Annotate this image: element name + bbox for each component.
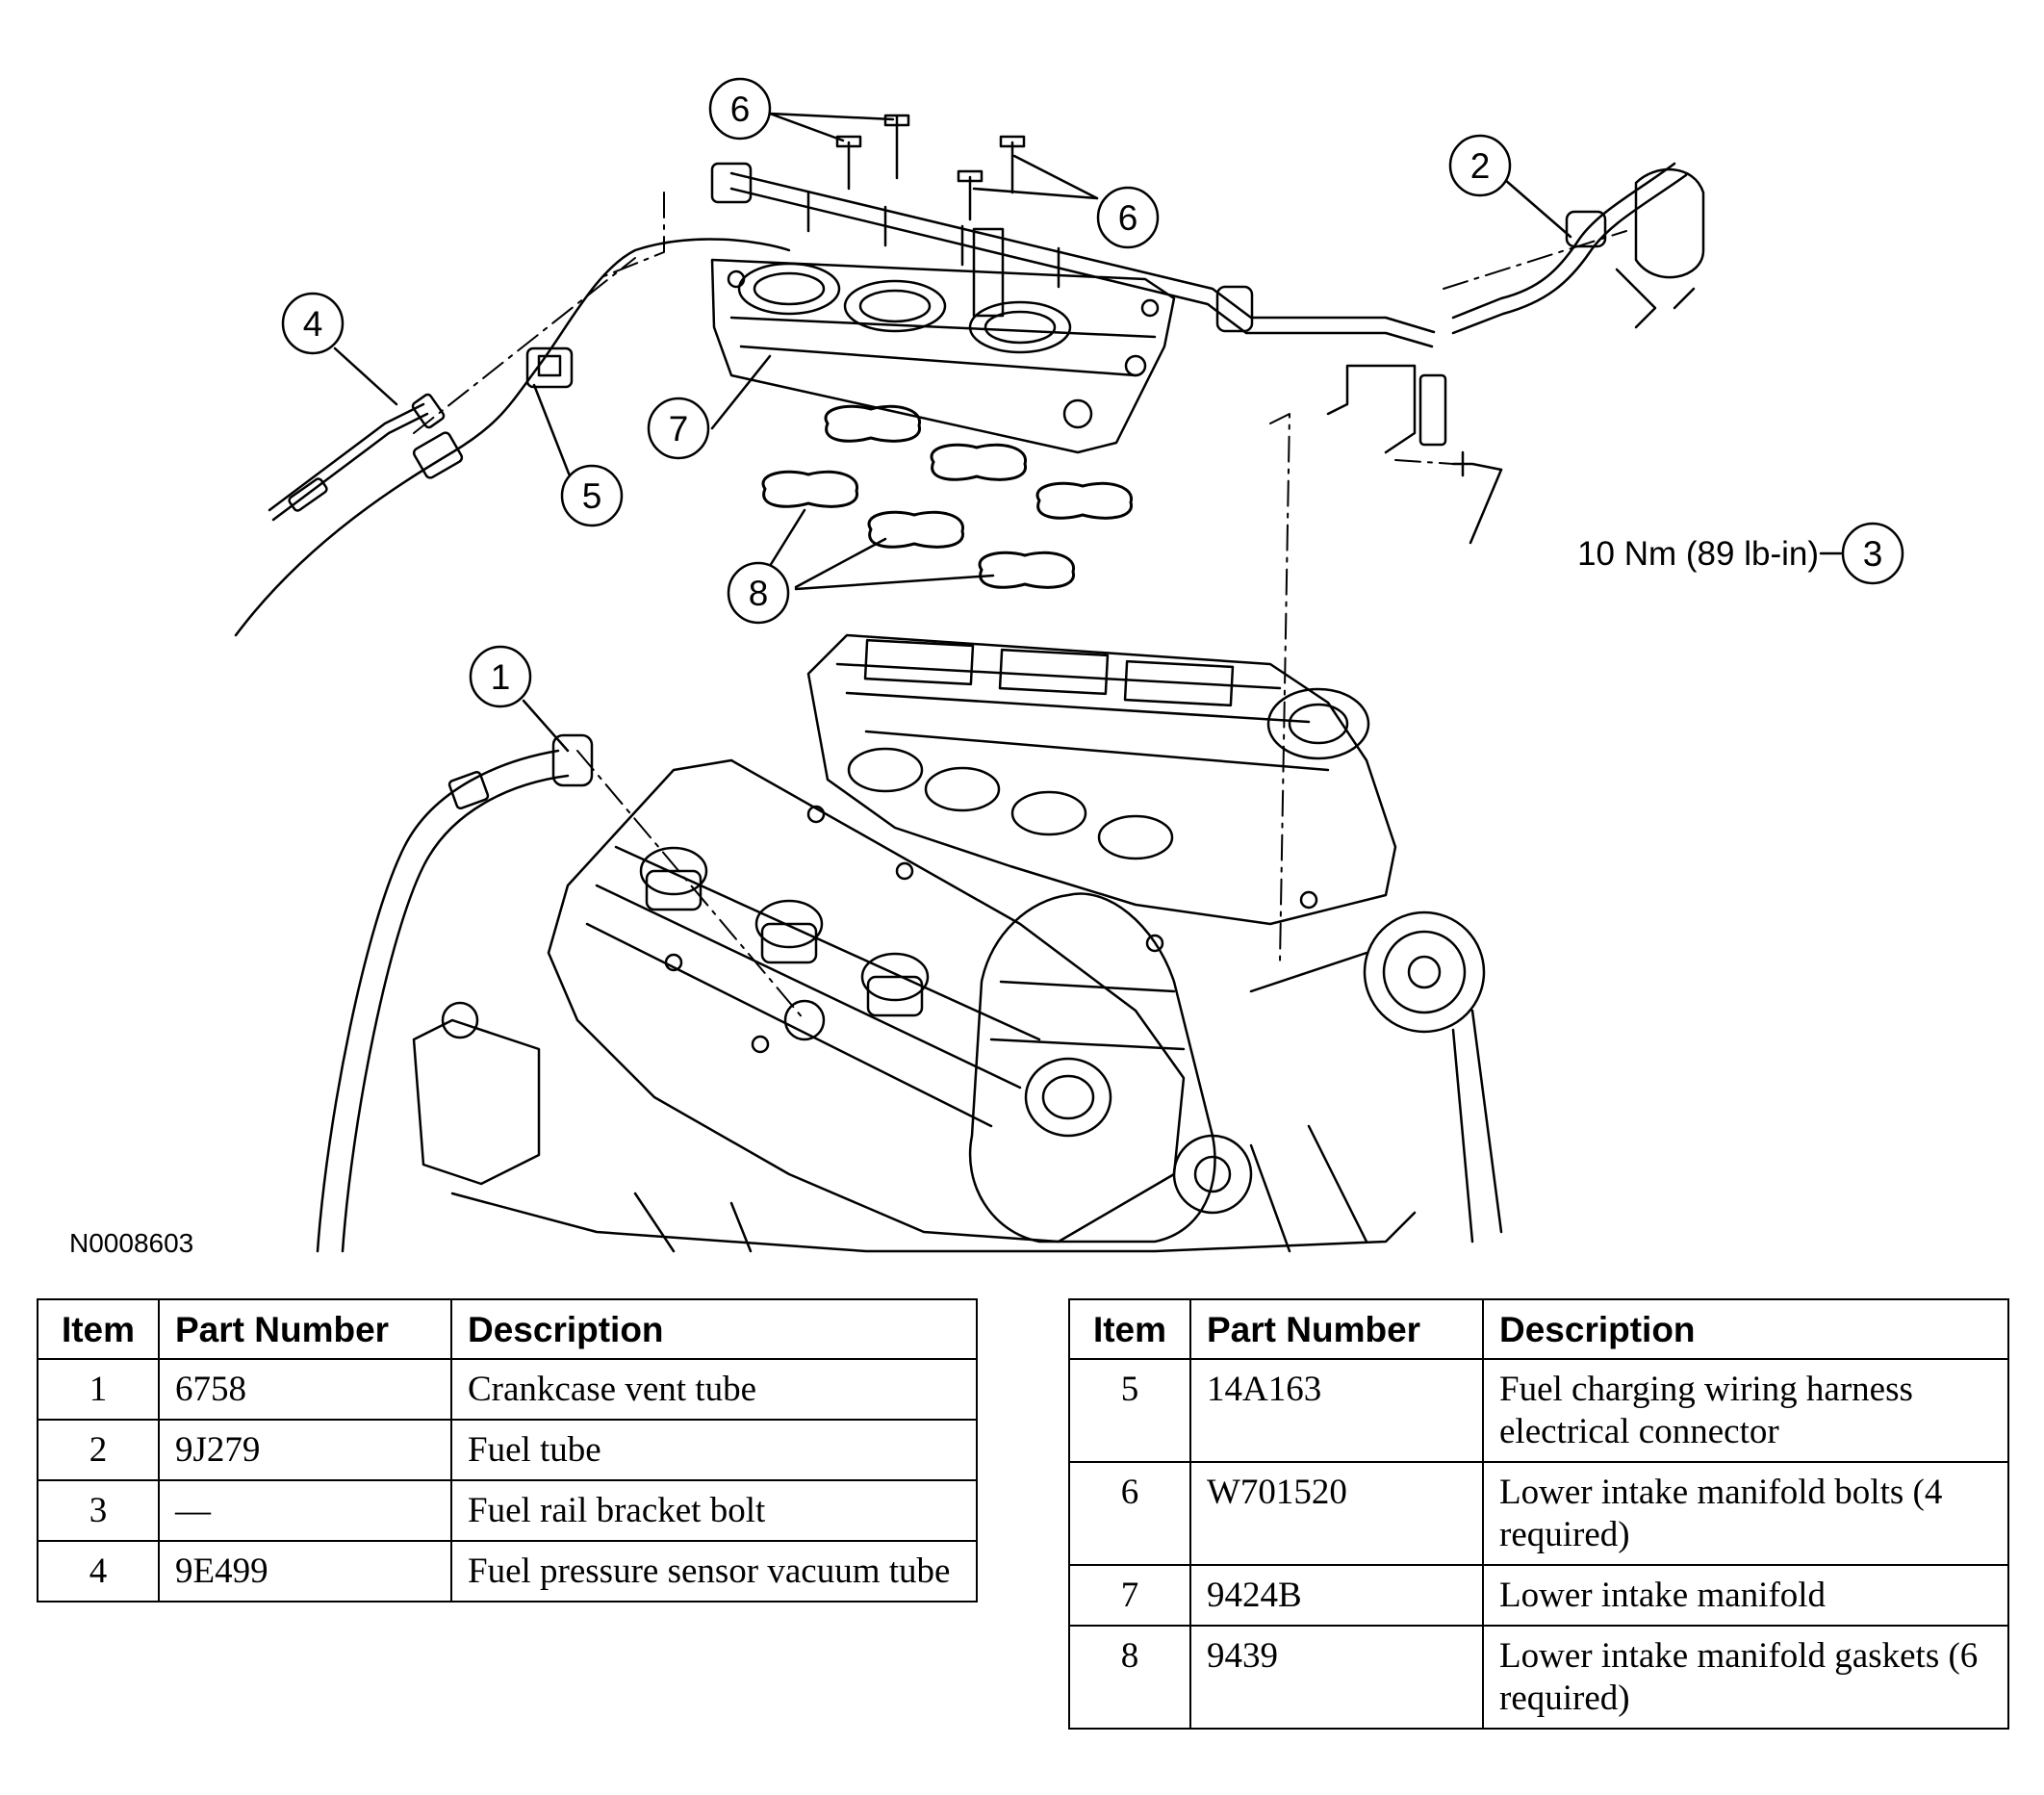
table-row: 7 9424B Lower intake manifold <box>1068 1564 2009 1627</box>
part-description: Fuel rail bracket bolt <box>450 1479 978 1542</box>
callout-1: 1 <box>491 657 511 697</box>
table-header-row: Item Part Number Description <box>37 1298 978 1360</box>
item-number: 1 <box>37 1358 160 1421</box>
part-number: 9E499 <box>158 1540 452 1603</box>
table-row: 5 14A163 Fuel charging wiring harness el… <box>1068 1358 2009 1463</box>
table-row: 2 9J279 Fuel tube <box>37 1419 978 1481</box>
part-number: 9439 <box>1189 1625 1484 1730</box>
torque-spec-label: 10 Nm (89 lb-in) <box>1577 535 1819 573</box>
manifold-bolts <box>835 114 1026 221</box>
vacuum-tube <box>268 393 446 522</box>
callout-circles <box>281 77 1904 708</box>
wiring-harness <box>234 238 791 637</box>
callout-8: 8 <box>749 574 769 613</box>
callout-2: 2 <box>1470 146 1491 186</box>
item-number: 8 <box>1068 1625 1191 1730</box>
part-number: — <box>158 1479 452 1542</box>
part-description: Fuel charging wiring harness electrical … <box>1482 1358 2009 1463</box>
table-row: 6 W701520 Lower intake manifold bolts (4… <box>1068 1461 2009 1566</box>
header-item: Item <box>37 1298 160 1360</box>
item-number: 6 <box>1068 1461 1191 1566</box>
callout-5: 5 <box>582 476 602 516</box>
parts-table-right: Item Part Number Description 5 14A163 Fu… <box>1068 1298 2009 1730</box>
table-header-row: Item Part Number Description <box>1068 1298 2009 1360</box>
figure-id: N0008603 <box>69 1228 194 1258</box>
part-description: Fuel tube <box>450 1419 978 1481</box>
item-number: 2 <box>37 1419 160 1481</box>
part-description: Lower intake manifold bolts (4 required) <box>1482 1461 2009 1566</box>
callout-6-top: 6 <box>730 90 751 129</box>
part-number: 6758 <box>158 1358 452 1421</box>
exploded-view-diagram: 1 2 3 4 5 6 6 7 8 10 Nm (89 lb-in) <box>234 77 1904 1253</box>
table-row: 8 9439 Lower intake manifold gaskets (6 … <box>1068 1625 2009 1730</box>
table-row: 3 — Fuel rail bracket bolt <box>37 1479 978 1542</box>
parts-table-left: Item Part Number Description 1 6758 Cran… <box>37 1298 978 1603</box>
engine-illustration <box>412 633 1503 1253</box>
part-description: Fuel pressure sensor vacuum tube <box>450 1540 978 1603</box>
table-row: 4 9E499 Fuel pressure sensor vacuum tube <box>37 1540 978 1603</box>
lower-intake-manifold <box>710 162 1447 454</box>
callout-7: 7 <box>669 409 689 449</box>
part-description: Lower intake manifold <box>1482 1564 2009 1627</box>
alignment-lines <box>413 192 1627 1021</box>
table-row: 1 6758 Crankcase vent tube <box>37 1358 978 1421</box>
part-description: Lower intake manifold gaskets (6 require… <box>1482 1625 2009 1730</box>
header-part-number: Part Number <box>158 1298 452 1360</box>
intake-gaskets <box>761 404 1133 589</box>
fuel-tube <box>1451 162 1705 335</box>
callout-4: 4 <box>303 304 323 344</box>
item-number: 7 <box>1068 1564 1191 1627</box>
header-description: Description <box>1482 1298 2009 1360</box>
bracket-bolt <box>1451 450 1503 477</box>
part-number: 9J279 <box>158 1419 452 1481</box>
part-number: W701520 <box>1189 1461 1484 1566</box>
item-number: 3 <box>37 1479 160 1542</box>
item-number: 4 <box>37 1540 160 1603</box>
header-part-number: Part Number <box>1189 1298 1484 1360</box>
part-number: 9424B <box>1189 1564 1484 1627</box>
callout-6-right: 6 <box>1118 198 1138 238</box>
part-number: 14A163 <box>1189 1358 1484 1463</box>
header-description: Description <box>450 1298 978 1360</box>
callout-3: 3 <box>1863 534 1883 574</box>
header-item: Item <box>1068 1298 1191 1360</box>
crankcase-vent-tube <box>316 733 594 1253</box>
item-number: 5 <box>1068 1358 1191 1463</box>
part-description: Crankcase vent tube <box>450 1358 978 1421</box>
